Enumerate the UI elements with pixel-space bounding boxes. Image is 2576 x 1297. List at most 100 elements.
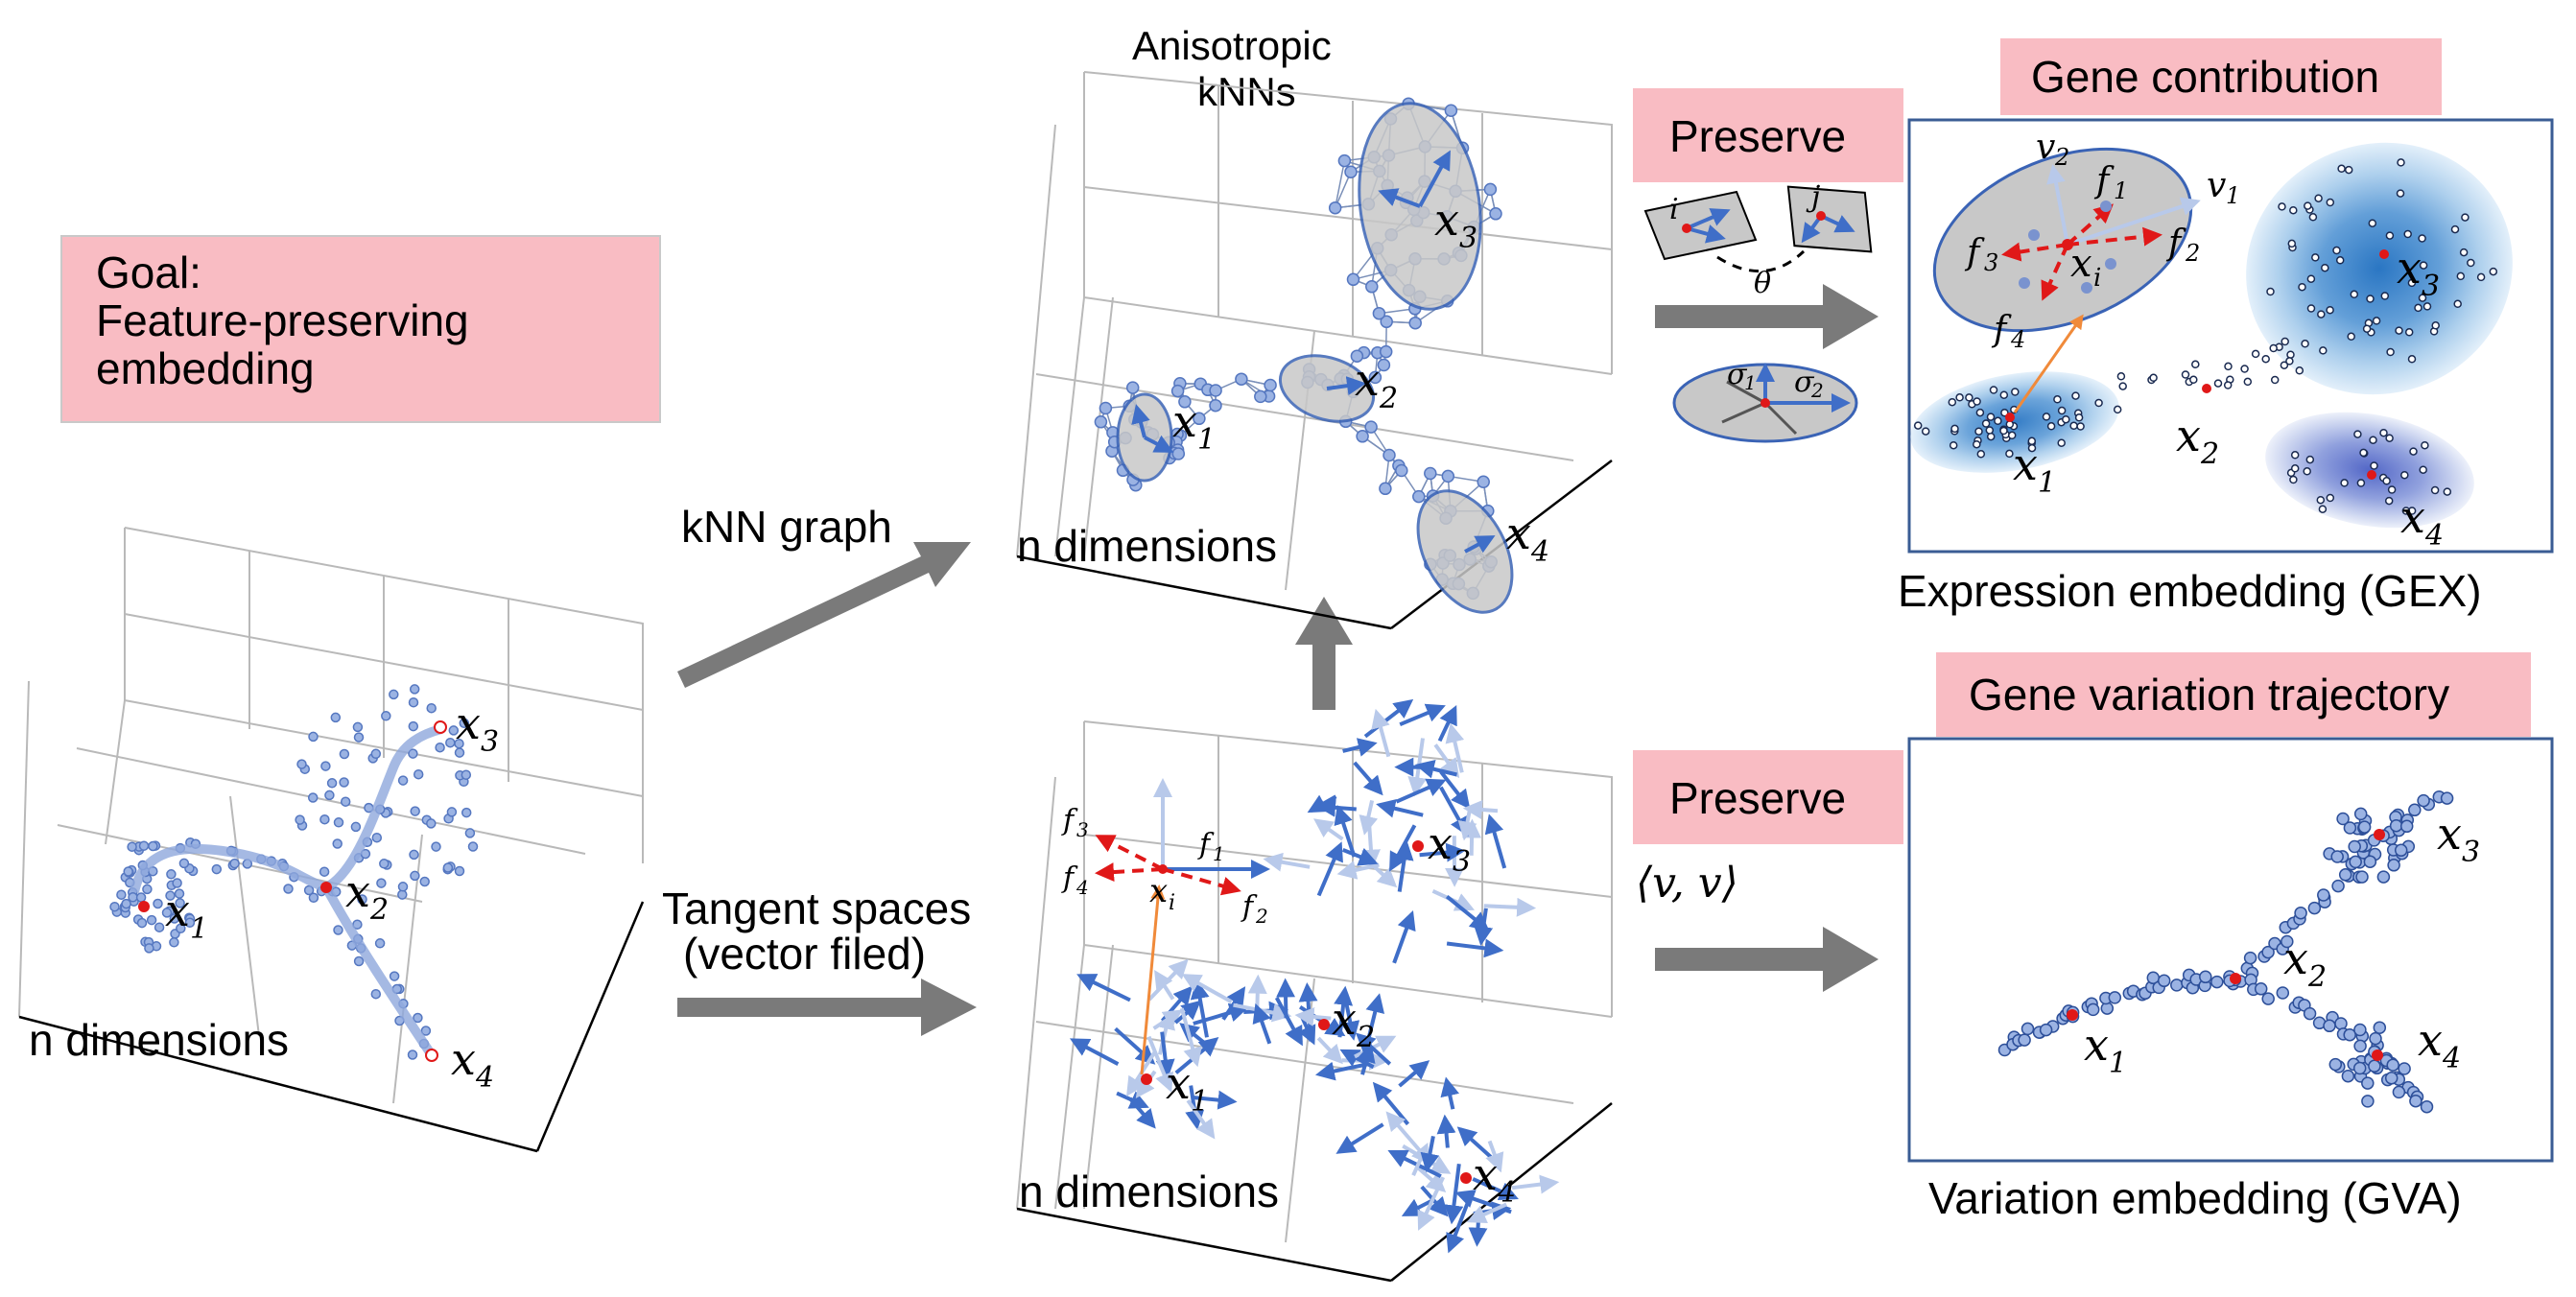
gex-cell [2278,202,2286,211]
left-point [376,878,387,888]
knn-node [1170,384,1185,398]
gva-cell [2409,1094,2422,1108]
gex-v1-sub: 1 [2226,182,2240,209]
gex-cell [2386,347,2395,357]
tangent-vector [1146,1035,1173,1093]
tangent-vector [1466,1202,1508,1224]
gex-cell [1975,408,1985,417]
gex-cell [2384,496,2394,506]
goal-line-3: embedding [96,343,315,393]
tangent-x2-label: x [1332,993,1357,1045]
gva-cell [2108,991,2122,1004]
knn-x2-label: x [1355,354,1380,406]
left-x3-label: x [456,697,481,749]
gex-x2-label: x [2176,410,2201,461]
left-point [407,1049,418,1060]
gex-x1-label: x [2013,438,2038,490]
left-point [175,898,185,908]
arrow-up [1295,597,1353,710]
gex-cell [2295,366,2304,375]
gex-cell [2308,213,2318,222]
tangent-vector [1340,1003,1360,1041]
left-point [431,841,441,852]
tangent-f3-sub: 3 [1076,818,1089,841]
gva-x4-sub: 4 [2442,1042,2461,1075]
gex-x1-sub: 1 [2038,466,2056,500]
tangent-f4-sub: 4 [1075,876,1089,899]
gex-cell [1999,390,2009,399]
gex-cell [2430,485,2440,495]
gex-cell [2261,354,2270,364]
expression-embedding-caption: Expression embedding (GEX) [1898,566,2482,616]
tangent-xi-sub: i [1169,891,1175,915]
gex-cell [2414,303,2422,313]
tangent-vector [1363,698,1414,739]
gex-cell [2189,375,2198,385]
tangent-vector [1444,1164,1464,1225]
gex-cell [2116,372,2126,381]
left-point [408,720,419,732]
gex-cell [2397,158,2405,167]
tangent-vector [1440,1076,1460,1110]
tangent-vector [1181,974,1233,1004]
gva-cell [2018,1033,2031,1047]
left-point [461,807,472,818]
gex-cell [2269,343,2278,353]
gex-x2-sub: 2 [2200,437,2219,471]
left-3d-panel: x 1 x 2 x 3 x 4 n dimensions [18,527,645,1153]
gex-cell [2042,413,2051,421]
gva-cell [2210,975,2224,989]
knn-node [1368,370,1383,385]
gva-cell [2343,1027,2356,1042]
gex-cell [2476,272,2486,282]
gva-cell [2336,812,2350,826]
left-point [142,884,153,895]
gex-cell [2304,201,2312,210]
gex-cell [2347,332,2355,342]
tangent-vector [1154,970,1175,1001]
knn-node [1372,306,1386,320]
left-point [389,689,399,700]
left-point [454,865,465,877]
left-point [340,796,351,807]
gex-cell [2395,326,2403,335]
knn-node [1441,469,1455,483]
gex-v2: v [2036,128,2055,167]
tangent-label-1: Tangent spaces [662,884,971,933]
left-point [211,863,223,875]
arrow-to-gva [1655,927,1879,992]
tangent-vector [1446,1201,1470,1254]
knn-node [1380,315,1393,329]
gex-x4-label: x [2400,491,2425,543]
gex-cell [1965,393,1973,402]
gex-cell [2407,278,2417,288]
left-point [409,684,420,695]
tangent-vector [1436,1114,1456,1148]
tangent-vector [1417,1176,1446,1231]
gex-cell [2046,422,2056,431]
gva-cell [2384,1072,2399,1085]
gex-cell [2057,406,2067,415]
tangent-vector [1247,974,1267,1010]
left-point [154,922,165,932]
gex-cell [2280,361,2289,369]
left-point [295,814,305,825]
left-point [426,702,437,714]
left-dims-label: n dimensions [29,1015,289,1065]
gex-cell [2489,267,2498,276]
tangent-vector [1274,997,1303,1047]
tangent-vector [1474,908,1494,946]
gex-cell [2340,479,2349,487]
left-point [324,790,335,801]
tangent-vector [1457,808,1477,841]
gex-cell [2372,317,2381,325]
gva-cell [2323,1019,2336,1033]
gva-cell [2361,1095,2375,1108]
gex-cell [2319,346,2328,355]
left-point [169,937,179,948]
tangent-f2-sub: 2 [1255,905,1268,928]
gex-cell [2290,464,2300,473]
tangent-vector [1179,1007,1202,1068]
left-x2-label: x [345,865,370,917]
gex-cell [2344,165,2353,175]
